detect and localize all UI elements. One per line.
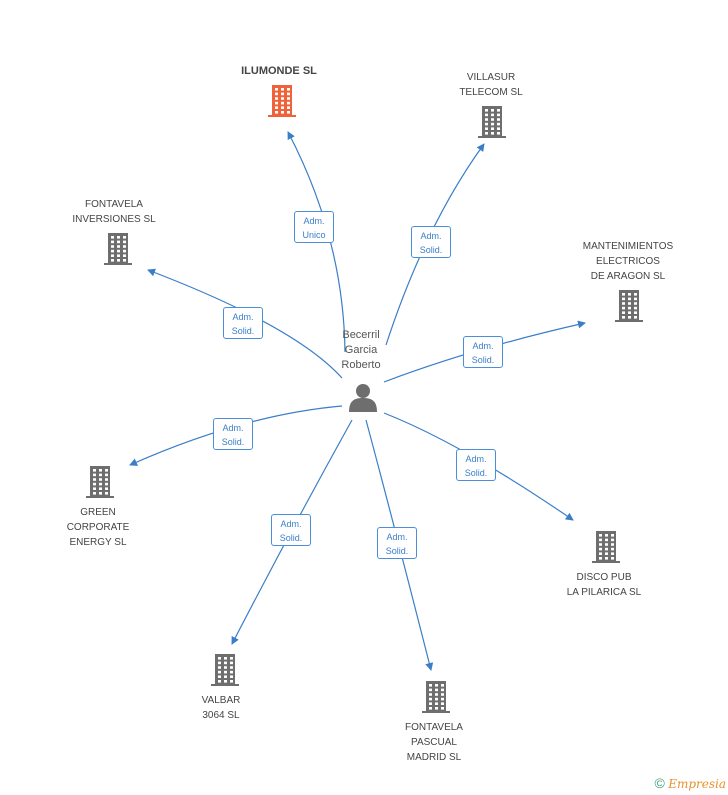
building-icon[interactable] [615, 290, 643, 322]
role-label-mantenimientos: Adm. Solid. [463, 336, 503, 368]
building-icon[interactable] [86, 466, 114, 498]
company-label-green[interactable]: GREEN CORPORATE ENERGY SL [66, 507, 130, 548]
company-label-disco[interactable]: DISCO PUB LA PILARICA SL [566, 572, 642, 598]
person-name[interactable]: Becerril Garcia Roberto [341, 329, 381, 371]
brand-name: Empresia [668, 777, 726, 791]
role-label-valbar: Adm. Solid. [271, 514, 311, 546]
company-label-fontavela-pas[interactable]: FONTAVELA PASCUAL MADRID SL [405, 722, 463, 763]
copyright-icon: © [654, 775, 665, 791]
company-label-fontavela-inv[interactable]: FONTAVELA INVERSIONES SL [72, 199, 156, 225]
building-icon[interactable] [592, 531, 620, 563]
role-label-ilumonde: Adm. Unico [294, 211, 334, 243]
role-label-green: Adm. Solid. [213, 418, 253, 450]
footer-brand: © Empresia [655, 775, 726, 791]
company-label-mantenimientos[interactable]: MANTENIMIENTOS ELECTRICOS DE ARAGON SL [582, 241, 674, 282]
role-label-fontavela-inv: Adm. Solid. [223, 307, 263, 339]
building-icon[interactable] [211, 654, 239, 686]
role-label-villasur: Adm. Solid. [411, 226, 451, 258]
company-label-ilumonde[interactable]: ILUMONDE SL [241, 65, 317, 77]
edge-fontavela-inv [147, 268, 343, 379]
company-label-valbar[interactable]: VALBAR 3064 SL [201, 695, 241, 721]
building-icon[interactable] [104, 233, 132, 265]
role-label-fontavela-pas: Adm. Solid. [377, 527, 417, 559]
role-label-disco: Adm. Solid. [456, 449, 496, 481]
company-label-villasur[interactable]: VILLASUR TELECOM SL [459, 72, 523, 98]
person-icon[interactable] [349, 384, 377, 412]
building-icon[interactable] [422, 681, 450, 713]
building-icon[interactable] [478, 106, 506, 138]
building-icon[interactable] [268, 85, 296, 117]
